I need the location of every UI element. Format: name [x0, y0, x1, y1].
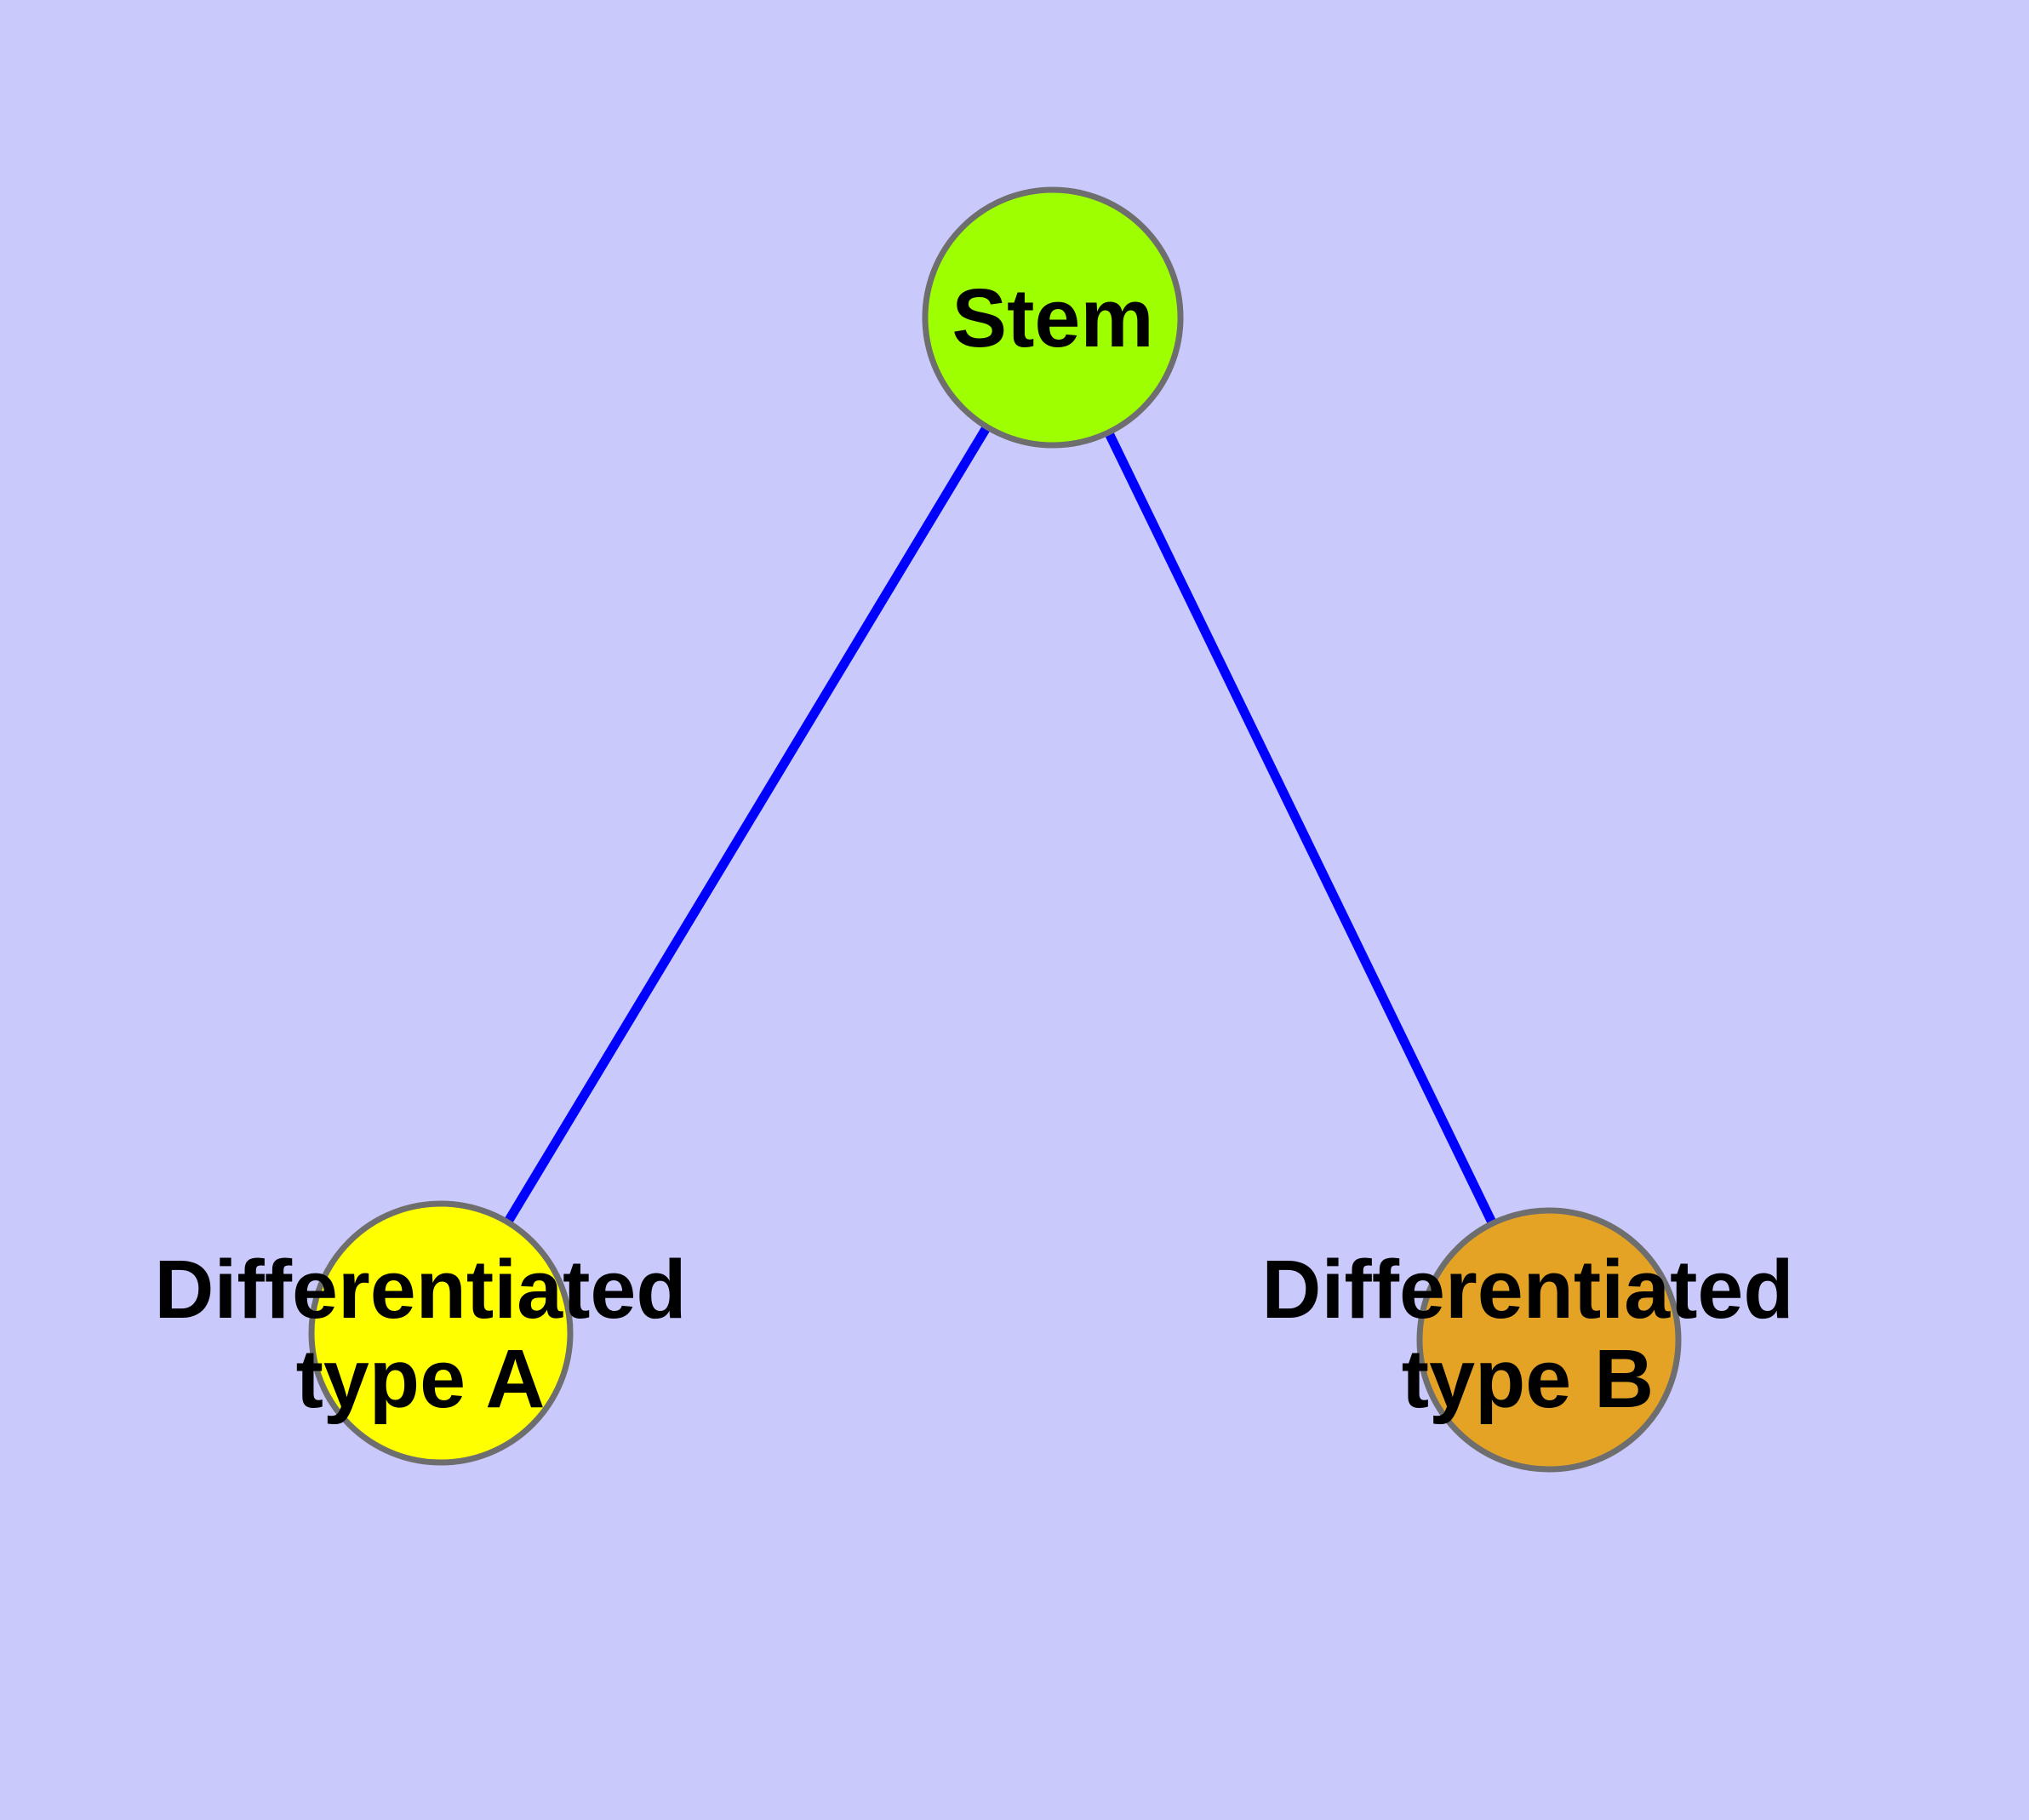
graph-node-diff_a[interactable]	[308, 1200, 574, 1466]
label-line: Stem	[952, 272, 1153, 364]
label-line: Differentiated	[1261, 1243, 1793, 1336]
label-line: Differentiated	[154, 1243, 686, 1336]
label-line: type B	[1402, 1332, 1654, 1425]
graph-node-stem[interactable]	[922, 186, 1184, 449]
label-line: type A	[296, 1332, 546, 1425]
graph-edge[interactable]	[504, 425, 991, 1224]
graph-node-diff_b[interactable]	[1416, 1207, 1682, 1473]
graph-edge[interactable]	[1105, 431, 1496, 1225]
graph-node-label-stem: Stem	[952, 272, 1153, 364]
edge-layer	[504, 425, 1496, 1225]
node-layer	[308, 186, 1682, 1473]
